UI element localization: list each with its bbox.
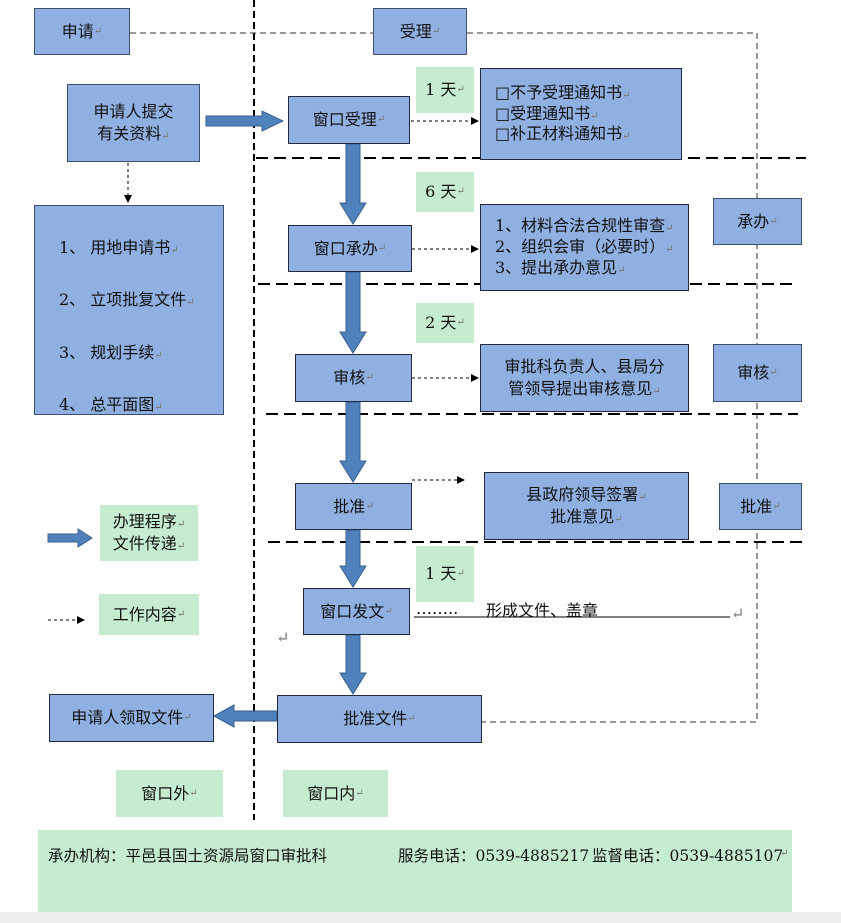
process-arrow <box>339 529 367 588</box>
process-arrow <box>339 401 367 483</box>
material-item: 2、 立项批复文件 <box>59 290 187 309</box>
days-review-text: 2 天 <box>425 313 457 333</box>
footer-service-phone: 服务电话：0539-4885217 <box>398 847 590 865</box>
step-accept-label: 窗口受理 <box>312 110 377 130</box>
content-accept: □不予受理通知书↵ □受理通知书↵ □补正材料通知书↵ <box>480 68 682 160</box>
footer-supervise-phone: 监督电话：0539-4885107 <box>592 847 784 865</box>
right-label-review-text: 审核 <box>737 363 770 383</box>
right-label-review: 审核↵ <box>713 344 802 402</box>
step-handle-label: 窗口承办 <box>313 238 378 258</box>
submit-line-1: 申请人提交 <box>93 102 174 122</box>
footer-org: 承办机构：平邑县国土资源局窗口审批科 <box>48 847 328 865</box>
days-review: 2 天↵ <box>416 303 474 343</box>
step-approve-label: 批准 <box>333 496 366 516</box>
step-issue-label: 窗口发文 <box>320 601 385 621</box>
content-handle-item: 2、组织会审（必要时） <box>495 237 666 257</box>
content-review-line: 审批科负责人、县局分 <box>504 357 665 377</box>
inside-window-label: 窗口内↵ <box>283 770 388 817</box>
right-label-handle: 承办↵ <box>713 198 802 245</box>
receive-document-box: 申请人领取文件↵ <box>49 694 214 742</box>
issue-content-dots: …….. <box>416 599 459 618</box>
content-handle: 1、材料合法合规性审查↵ 2、组织会审（必要时）↵ 3、提出承办意见↵ <box>480 204 689 291</box>
right-label-approve: 批准↵ <box>719 483 802 530</box>
inside-window-text: 窗口内 <box>307 783 356 803</box>
footer-return-mark: ↵ <box>780 848 789 859</box>
right-label-handle-text: 承办 <box>737 211 770 231</box>
content-accept-item: □受理通知书 <box>495 103 591 123</box>
process-arrow <box>205 110 285 132</box>
content-approve-line: 县政府领导签署 <box>526 485 639 505</box>
process-arrow <box>339 271 367 354</box>
legend-work-text: 工作内容 <box>112 604 177 624</box>
apply-lane-box: 申请↵ <box>34 8 130 55</box>
legend-process-arrow <box>47 528 93 548</box>
step-approval-document: 批准文件↵ <box>277 695 482 743</box>
step-approval-document-label: 批准文件 <box>343 709 408 729</box>
step-review: 审核↵ <box>295 354 412 402</box>
content-accept-item: □补正材料通知书 <box>495 124 623 144</box>
submit-materials-box: 申请人提交 有关资料↵ <box>67 84 200 162</box>
submit-line-2: 有关资料 <box>97 124 162 143</box>
legend-process-line-1: 办理程序 <box>112 512 177 532</box>
footer-info: 承办机构：平邑县国土资源局窗口审批科 服务电话：0539-4885217 监督电… <box>38 830 792 914</box>
days-accept: 1 天↵ <box>416 67 474 113</box>
content-approve: 县政府领导签署↵ 批准意见↵ <box>484 472 689 540</box>
days-issue-text: 1 天 <box>425 564 457 584</box>
content-review: 审批科负责人、县局分 管领导提出审核意见↵ <box>480 344 689 412</box>
material-item: 1、 用地申请书 <box>59 238 171 257</box>
accept-lane-box: 受理↵ <box>373 8 467 55</box>
content-review-line: 管领导提出审核意见 <box>508 379 653 398</box>
step-handle: 窗口承办↵ <box>288 225 412 272</box>
content-accept-item: □不予受理通知书 <box>495 82 623 102</box>
days-issue: 1 天↵ <box>416 546 474 602</box>
apply-lane-label: 申请 <box>61 21 94 41</box>
outside-window-text: 窗口外 <box>141 783 190 803</box>
days-accept-text: 1 天 <box>425 80 457 100</box>
content-handle-item: 1、材料合法合规性审查 <box>495 216 666 236</box>
materials-list: 1、 用地申请书↵ 2、 立项批复文件↵ 3、 规划手续↵ 4、 总平面图↵ <box>34 205 224 415</box>
receive-document-label: 申请人领取文件 <box>71 708 184 728</box>
legend-process-label: 办理程序↵ 文件传递↵ <box>100 505 198 561</box>
step-accept: 窗口受理↵ <box>288 96 410 144</box>
issue-return-mark: ↵ <box>731 604 745 623</box>
step-approve: 批准↵ <box>295 483 412 530</box>
issue-left-mark: ↵ <box>276 628 290 647</box>
material-item: 3、 规划手续 <box>59 343 155 362</box>
process-arrow <box>339 634 367 695</box>
step-review-label: 审核 <box>333 368 366 388</box>
issue-content-text: 形成文件、盖章 <box>486 601 599 620</box>
process-arrow <box>339 143 367 225</box>
days-handle: 6 天↵ <box>416 172 474 212</box>
days-handle-text: 6 天 <box>425 182 457 202</box>
outside-window-label: 窗口外↵ <box>116 770 223 817</box>
content-handle-item: 3、提出承办意见 <box>495 257 618 277</box>
process-arrow <box>212 704 278 728</box>
step-issue: 窗口发文↵ <box>303 588 410 635</box>
legend-work-label: 工作内容↵ <box>99 594 199 635</box>
accept-lane-label: 受理 <box>399 21 432 41</box>
material-item: 4、 总平面图 <box>59 395 155 414</box>
legend-process-line-2: 文件传递 <box>112 534 177 553</box>
right-label-approve-text: 批准 <box>740 496 773 516</box>
content-approve-line: 批准意见 <box>550 507 615 526</box>
bottom-strip <box>0 912 841 923</box>
